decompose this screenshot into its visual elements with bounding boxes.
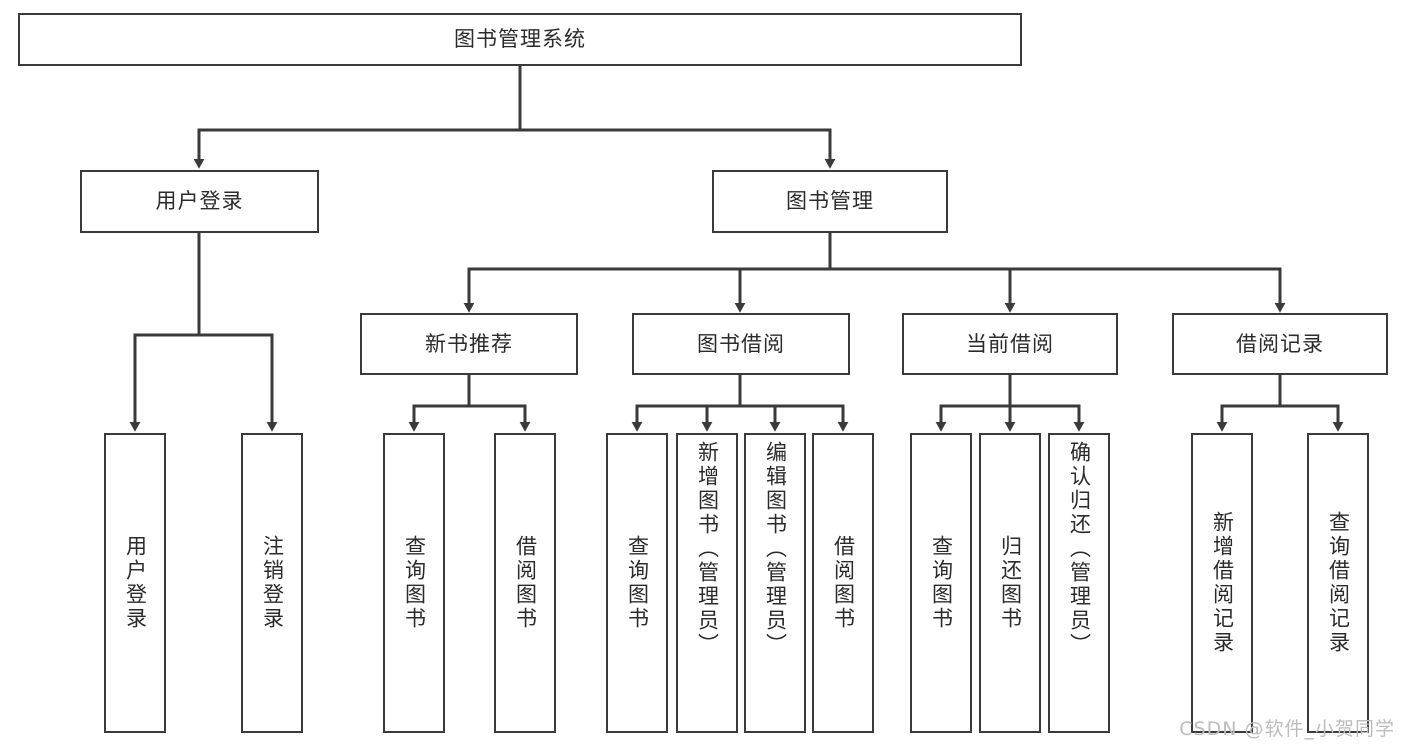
leaf-add-record[interactable]: 新增借阅记录 xyxy=(1191,433,1253,733)
leaf-add-book-label: 新增图书（管理员） xyxy=(695,441,720,657)
leaf-borrow-book-2[interactable]: 借阅图书 xyxy=(812,433,874,733)
leaf-borrow-book-1-label: 借阅图书 xyxy=(513,535,538,631)
leaf-edit-book[interactable]: 编辑图书（管理员） xyxy=(744,433,806,733)
leaf-user-login-label: 用户登录 xyxy=(123,535,148,631)
leaf-confirm-return-label: 确认归还（管理员） xyxy=(1067,441,1092,657)
node-book-manage[interactable]: 图书管理 xyxy=(712,170,948,233)
leaf-query-book-2-label: 查询图书 xyxy=(625,535,650,631)
leaf-query-book-2[interactable]: 查询图书 xyxy=(606,433,668,733)
leaf-borrow-book-1[interactable]: 借阅图书 xyxy=(494,433,556,733)
leaf-borrow-book-2-label: 借阅图书 xyxy=(831,535,856,631)
node-user-login-label: 用户登录 xyxy=(155,189,244,214)
leaf-user-login[interactable]: 用户登录 xyxy=(104,433,166,733)
node-book-manage-label: 图书管理 xyxy=(786,189,874,214)
leaf-query-book-3[interactable]: 查询图书 xyxy=(910,433,972,733)
leaf-return-book[interactable]: 归还图书 xyxy=(979,433,1041,733)
node-book-borrow-label: 图书借阅 xyxy=(697,331,785,356)
node-root-label: 图书管理系统 xyxy=(454,27,586,52)
node-new-book-rec[interactable]: 新书推荐 xyxy=(360,313,578,375)
leaf-query-record-label: 查询借阅记录 xyxy=(1326,511,1351,655)
node-current-borrow-label: 当前借阅 xyxy=(966,331,1054,356)
leaf-query-record[interactable]: 查询借阅记录 xyxy=(1307,433,1369,733)
leaf-edit-book-label: 编辑图书（管理员） xyxy=(763,441,788,657)
node-new-book-rec-label: 新书推荐 xyxy=(425,331,513,356)
leaf-query-book-1[interactable]: 查询图书 xyxy=(383,433,445,733)
leaf-confirm-return[interactable]: 确认归还（管理员） xyxy=(1048,433,1110,733)
node-root[interactable]: 图书管理系统 xyxy=(18,13,1022,66)
watermark: CSDN @软件_小贺同学 xyxy=(1179,718,1395,740)
node-current-borrow[interactable]: 当前借阅 xyxy=(902,313,1118,375)
leaf-add-book[interactable]: 新增图书（管理员） xyxy=(676,433,738,733)
node-borrow-record-label: 借阅记录 xyxy=(1236,331,1324,356)
node-user-login[interactable]: 用户登录 xyxy=(80,170,319,233)
node-book-borrow[interactable]: 图书借阅 xyxy=(632,313,850,375)
leaf-query-book-3-label: 查询图书 xyxy=(929,535,954,631)
leaf-logout-label: 注销登录 xyxy=(260,535,285,631)
leaf-return-book-label: 归还图书 xyxy=(998,535,1023,631)
leaf-add-record-label: 新增借阅记录 xyxy=(1210,511,1235,655)
leaf-query-book-1-label: 查询图书 xyxy=(402,535,427,631)
node-borrow-record[interactable]: 借阅记录 xyxy=(1172,313,1388,375)
leaf-logout[interactable]: 注销登录 xyxy=(241,433,303,733)
